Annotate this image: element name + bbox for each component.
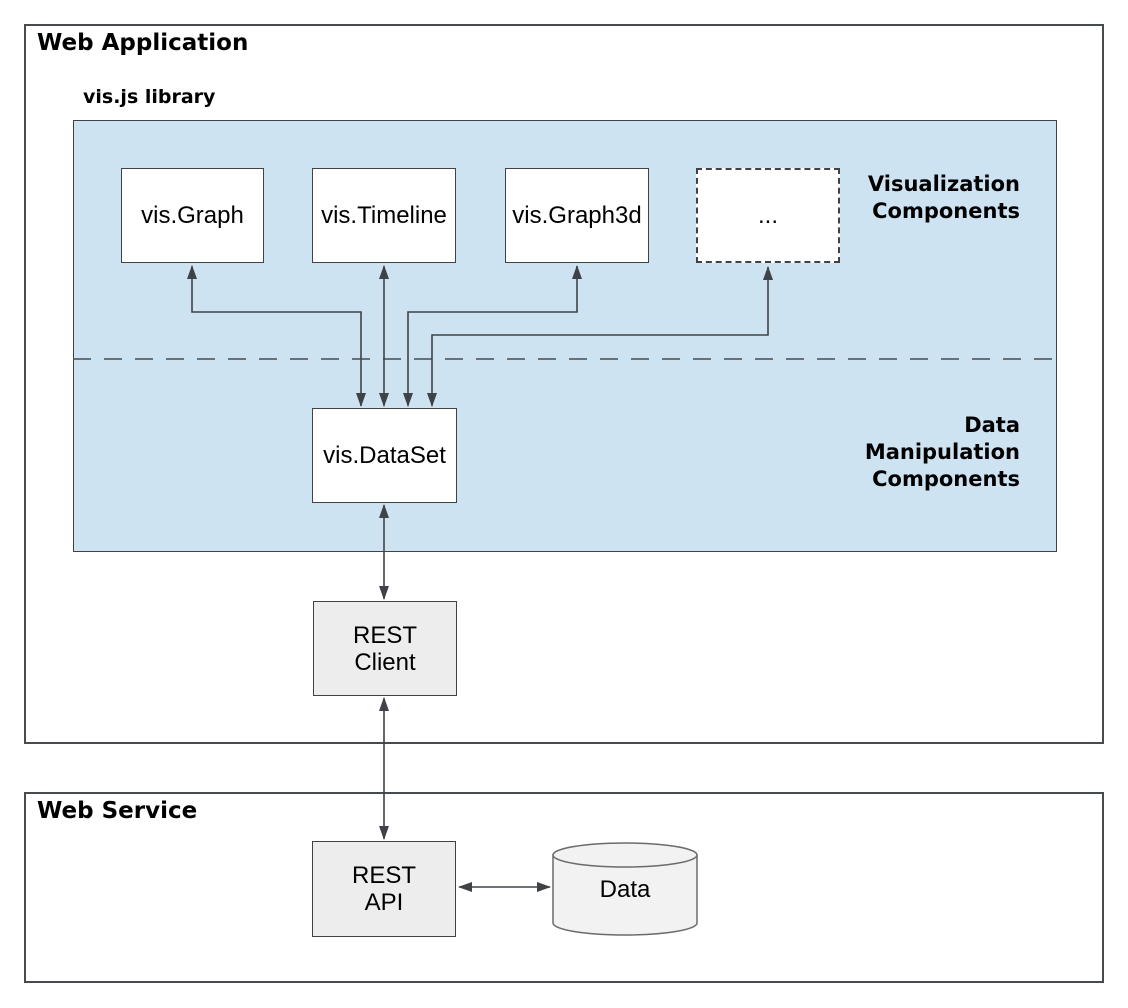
- node-vis-graph3d: vis.Graph3d: [505, 168, 649, 263]
- web-application-title: Web Application: [37, 30, 249, 56]
- visjs-library-title: vis.js library: [83, 86, 216, 108]
- node-vis-timeline: vis.Timeline: [312, 168, 456, 263]
- data-manipulation-components-label: Data Manipulation Components: [864, 413, 1020, 491]
- node-rest-client: REST Client: [313, 601, 457, 696]
- node-vis-dataset: vis.DataSet: [312, 408, 457, 503]
- visualization-components-label: Visualization Components: [867, 172, 1020, 223]
- database-label: Data: [599, 876, 651, 903]
- web-service-title: Web Service: [37, 798, 198, 824]
- node-rest-api: REST API: [312, 841, 456, 937]
- node-vis-graph: vis.Graph: [121, 168, 264, 263]
- node-more-components: ...: [696, 168, 840, 263]
